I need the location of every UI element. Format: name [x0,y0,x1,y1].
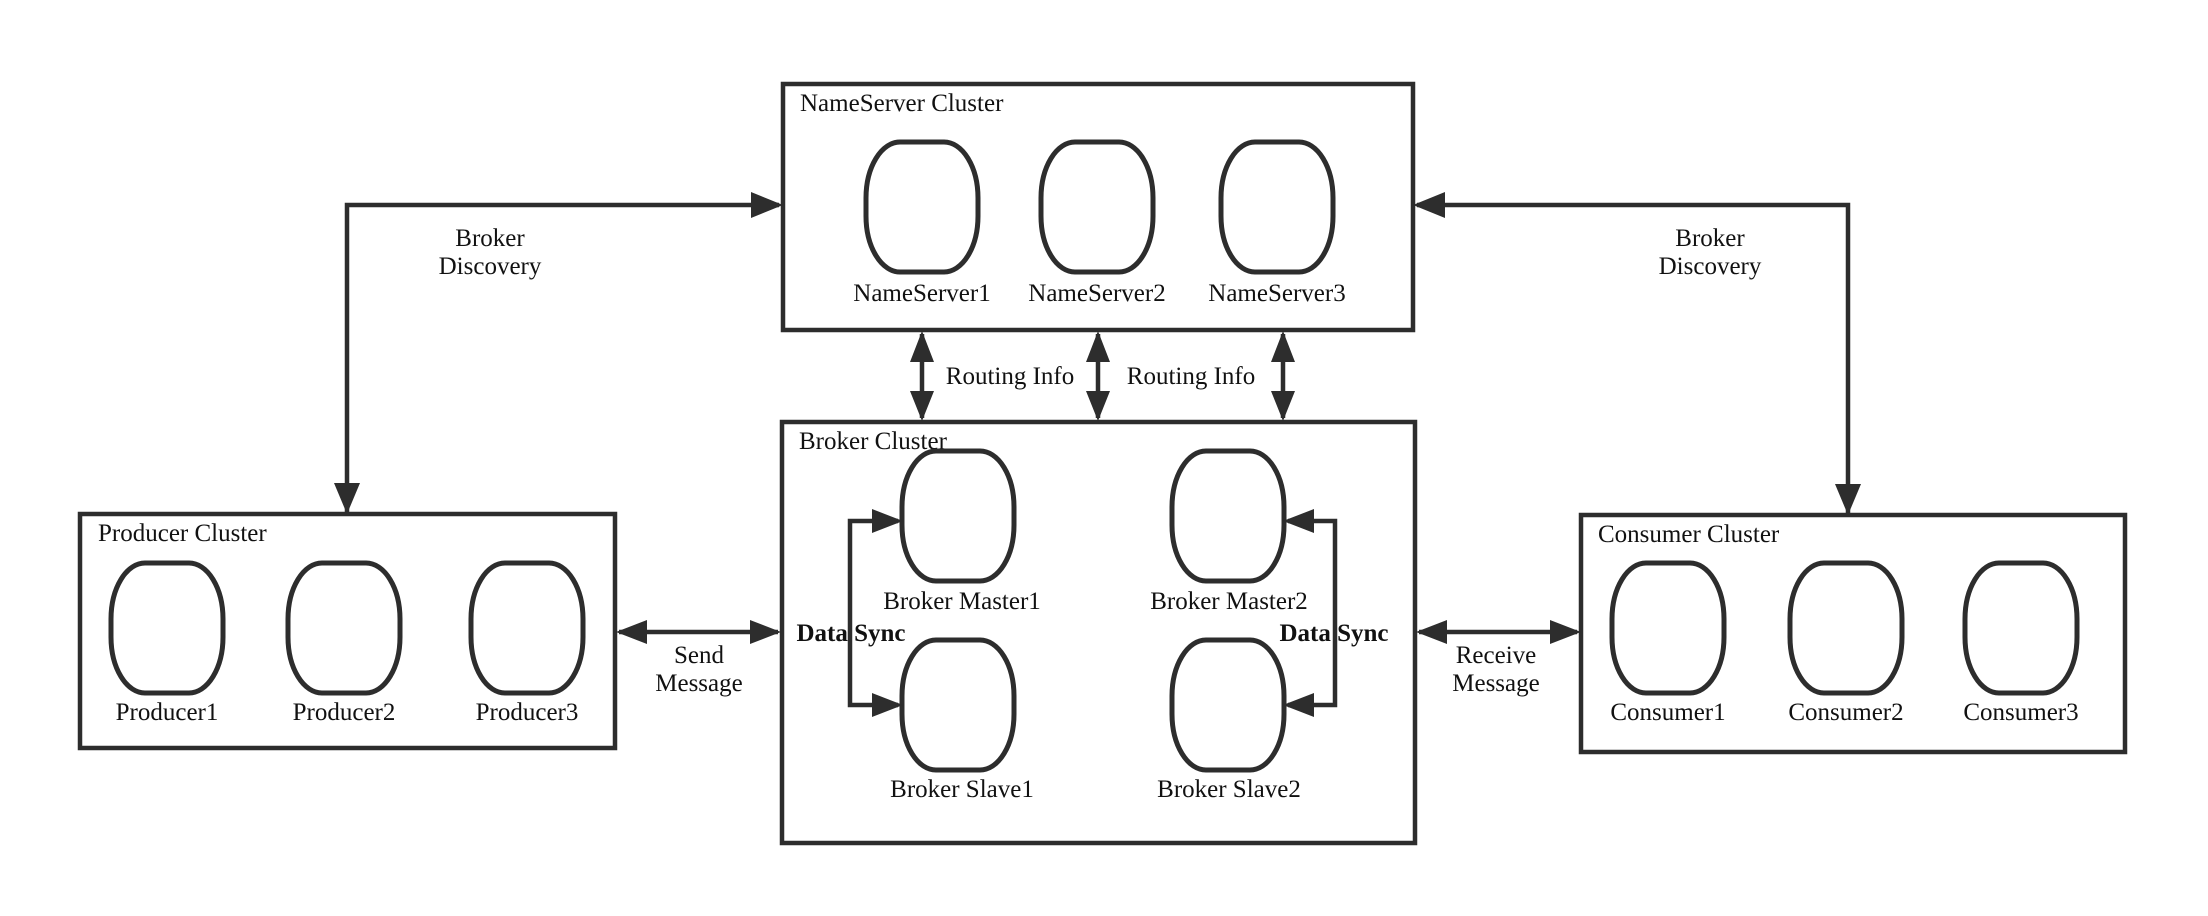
data-sync-left-label: Data Sync [796,620,905,647]
arrowhead-into-producer-top [334,483,360,514]
receive-message-left-head [1416,620,1447,644]
broker-master2-node [1169,448,1287,584]
broker-slave1-label: Broker Slave1 [890,776,1034,803]
data-sync-right-label: Data Sync [1279,620,1388,647]
nameserver2-label: NameServer2 [1028,280,1165,307]
consumer-cluster-title: Consumer Cluster [1598,521,1780,548]
consumer2-label: Consumer2 [1788,699,1903,726]
routing-arrow-3-up-head [1271,331,1295,362]
routing-arrow-1-up-head [910,331,934,362]
consumer1-node [1609,560,1727,696]
consumer1-label: Consumer1 [1610,699,1725,726]
broker-discovery-right-label-line1: Broker [1675,225,1745,252]
broker-slave2-node [1169,637,1287,773]
send-message-label-line2: Message [655,670,742,697]
arrowhead-into-nameserver-right [1413,192,1445,218]
producer-nameserver-connector [344,202,779,512]
routing-arrow-2-up-head [1086,331,1110,362]
broker-cluster-box [779,419,1418,846]
nameserver3-label: NameServer3 [1208,280,1345,307]
broker-master2-label: Broker Master2 [1150,588,1308,615]
receive-message-right-head [1550,620,1581,644]
nameserver2-node [1038,139,1156,275]
broker-slave2-label: Broker Slave2 [1157,776,1301,803]
consumer3-node [1962,560,2080,696]
nameserver-cluster-title: NameServer Cluster [800,90,1004,117]
broker-discovery-right-label-line2: Discovery [1659,253,1762,280]
producer2-node [285,560,403,696]
broker-master1-node [899,448,1017,584]
broker-slave1-node [899,637,1017,773]
broker-discovery-left-label-line2: Discovery [439,253,542,280]
receive-message-label-line2: Message [1452,670,1539,697]
routing-info-right-label: Routing Info [1127,363,1255,390]
broker-cluster-title: Broker Cluster [799,428,948,455]
nameserver3-node [1218,139,1336,275]
arrowhead-into-consumer-top [1835,484,1861,515]
consumer2-node [1787,560,1905,696]
producer-cluster-title: Producer Cluster [98,520,267,547]
broker-master1-label: Broker Master1 [883,588,1041,615]
send-message-label-line1: Send [674,642,725,669]
receive-message-label-line1: Receive [1456,642,1537,669]
producer3-node [468,560,586,696]
arrowhead-into-nameserver-left [751,192,783,218]
data-sync-right-top-head [1283,509,1314,533]
data-sync-left-bottom-head [872,693,903,717]
routing-arrow-2-down-head [1086,391,1110,421]
send-message-right-head [750,620,781,644]
nameserver1-label: NameServer1 [853,280,990,307]
routing-arrow-3-down-head [1271,391,1295,421]
send-message-left-head [616,620,647,644]
producer3-label: Producer3 [476,699,579,726]
routing-arrow-1-down-head [910,391,934,421]
broker-discovery-left-label-line1: Broker [455,225,525,252]
data-sync-left-top-head [872,509,903,533]
producer1-label: Producer1 [116,699,219,726]
data-sync-right-bottom-head [1283,693,1314,717]
consumer-nameserver-connector [1417,202,1851,513]
producer2-label: Producer2 [293,699,396,726]
routing-info-left-label: Routing Info [946,363,1074,390]
nameserver1-node [863,139,981,275]
consumer3-label: Consumer3 [1963,699,2078,726]
producer1-node [108,560,226,696]
